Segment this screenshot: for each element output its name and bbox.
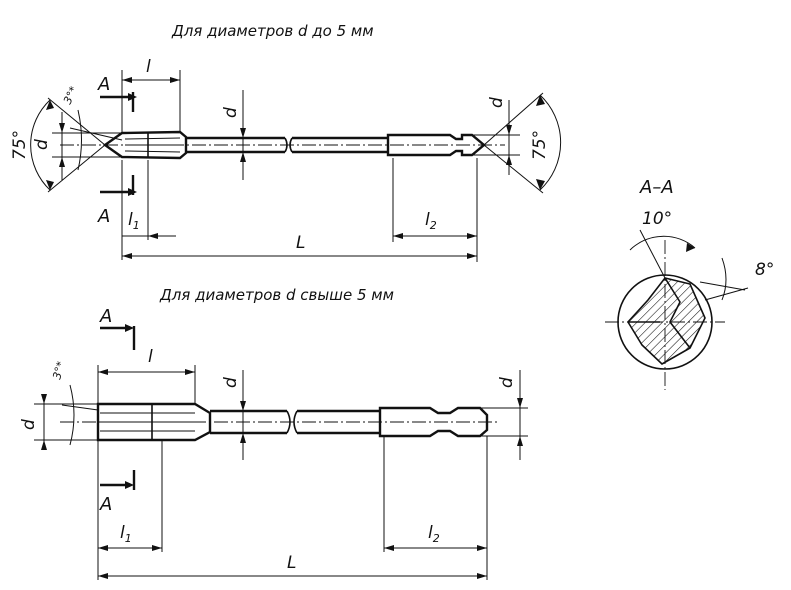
section-mark-a-bottom-large: A	[99, 494, 112, 515]
angle-3-small: 3°*	[61, 84, 81, 106]
dim-l1-large: l1	[120, 523, 132, 545]
dim-l2-small: l2	[425, 210, 437, 232]
small-shank	[386, 133, 486, 157]
small-reamer-view: A A l d 75° 3°*	[10, 57, 562, 262]
angle-10: 10°	[642, 209, 672, 229]
angle-75-left: 75°	[10, 130, 30, 160]
large-neck	[210, 409, 287, 435]
large-reamer-view: A A l d 3°* d d	[19, 306, 528, 580]
dim-L-large: L	[287, 553, 296, 573]
large-break	[286, 410, 298, 434]
small-neck	[186, 136, 285, 154]
section-mark-a-bottom: A	[97, 206, 110, 227]
small-break	[284, 137, 293, 153]
dim-d-large: d	[19, 419, 39, 430]
section-hatched-profile	[627, 277, 706, 365]
title-large-diameters: Для диаметров d свыше 5 мм	[159, 286, 394, 304]
dim-d2-large: d	[221, 377, 241, 388]
title-small-diameters: Для диаметров d до 5 мм	[171, 22, 374, 40]
angle-75-right: 75°	[530, 130, 550, 160]
dim-d2-small: d	[221, 107, 241, 118]
dim-L-small: L	[296, 233, 305, 253]
dim-l1-small: l1	[128, 210, 140, 232]
section-a-a: 10° 8°	[605, 209, 774, 390]
section-title: А–А	[639, 177, 674, 198]
dim-l-large: l	[148, 347, 153, 367]
dim-l-small: l	[146, 57, 151, 77]
angle-8: 8°	[755, 260, 774, 280]
small-body	[292, 136, 388, 154]
dim-d-small: d	[32, 139, 52, 150]
dim-d1-large: d	[497, 377, 517, 388]
section-mark-a-top: A	[97, 74, 110, 95]
dim-l2-large: l2	[428, 523, 440, 545]
large-body	[297, 409, 380, 435]
section-mark-a-top-large: A	[99, 306, 112, 327]
angle-3-large: 3°*	[50, 360, 67, 381]
large-shank	[378, 406, 489, 438]
small-cutting-part	[102, 130, 188, 160]
dim-d1-small: d	[487, 97, 507, 108]
